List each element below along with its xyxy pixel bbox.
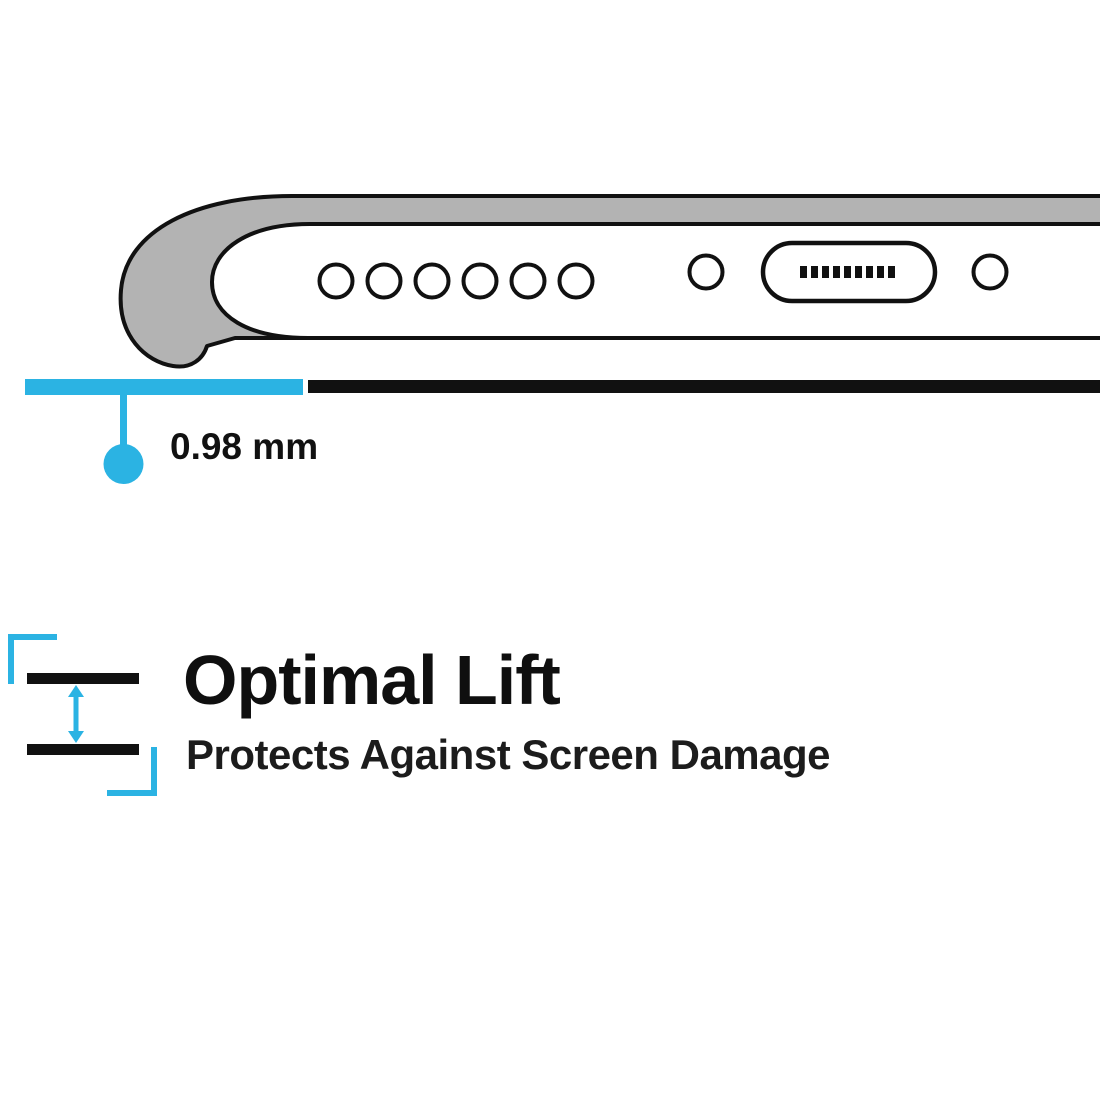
- measurement-pointer-dot: [103, 444, 144, 484]
- feature-title: Optimal Lift: [183, 641, 561, 719]
- measurement-pointer-line: [120, 394, 127, 446]
- speaker-holes: [317, 262, 595, 300]
- bracket-bottom-right: [107, 747, 157, 796]
- feature-subtitle: Protects Against Screen Damage: [186, 731, 831, 778]
- bracket-top-left: [8, 634, 57, 684]
- lift-bar-top: [27, 673, 139, 684]
- lift-icon: [8, 634, 157, 796]
- speaker-hole: [509, 262, 547, 300]
- measurement-label: 0.98 mm: [170, 426, 319, 467]
- speaker-hole: [365, 262, 403, 300]
- surface-bar-black: [308, 380, 1100, 393]
- speaker-hole: [317, 262, 355, 300]
- lift-gap-bar-cyan: [25, 379, 303, 395]
- charging-port-pins: [800, 266, 895, 278]
- lift-arrow-head-up: [68, 685, 84, 697]
- speaker-hole: [413, 262, 451, 300]
- screw-hole-right: [971, 253, 1009, 291]
- lift-bar-bottom: [27, 744, 139, 755]
- lift-arrow-head-down: [68, 731, 84, 743]
- speaker-hole: [557, 262, 595, 300]
- screw-hole-left: [687, 253, 725, 291]
- speaker-hole: [461, 262, 499, 300]
